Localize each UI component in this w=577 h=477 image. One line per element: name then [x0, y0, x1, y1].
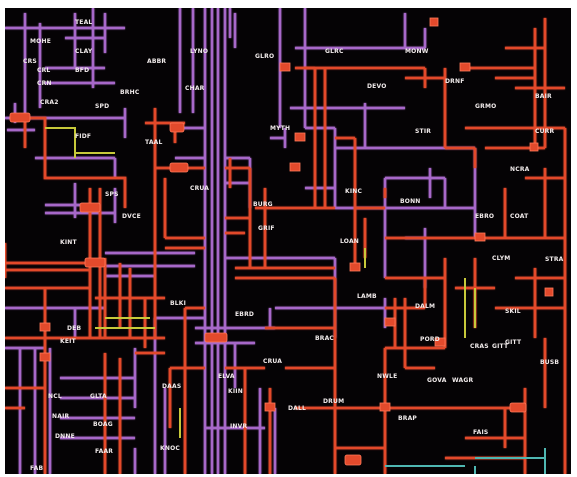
station-label: KNOC: [160, 445, 180, 452]
station-label: CLAY: [75, 48, 93, 55]
station-label: CRS: [23, 58, 37, 65]
station-label: CLYM: [492, 255, 510, 262]
station-labels: MOHE CLAY CRS CRL BFD CRN CRA2 FIDF TAAL…: [23, 19, 564, 472]
station-label: DAAS: [162, 383, 181, 390]
station-label: CRAS: [470, 343, 489, 350]
station-label: NCL: [48, 393, 62, 400]
station-label: DEVO: [367, 83, 387, 90]
station-label: CRUA: [190, 185, 209, 192]
station-label: BOAG: [93, 421, 113, 428]
station-label: FIDF: [75, 133, 91, 140]
station-label: DNNE: [55, 433, 75, 440]
station-label: GITT: [492, 343, 509, 350]
station-label: DALM: [415, 303, 435, 310]
station-label: FAAR: [95, 448, 113, 455]
busbar-nodes: [9, 17, 554, 466]
station-label: CRA2: [40, 99, 59, 106]
station-label: CURR: [535, 128, 554, 135]
station-label: LOAN: [340, 238, 359, 245]
station-label: GLRC: [325, 48, 344, 55]
station-label: TEAL: [75, 19, 92, 26]
station-label: FAIS: [473, 429, 488, 436]
station-label: BLKI: [170, 300, 186, 307]
station-label: CRUA: [263, 358, 282, 365]
purple-lines: [5, 8, 477, 474]
station-label: SKIL: [505, 308, 521, 315]
station-label: ELVA: [218, 373, 235, 380]
station-label: NWLE: [377, 373, 397, 380]
station-label: SPS: [105, 191, 119, 198]
station-label: LAMB: [357, 293, 377, 300]
station-label: NAIR: [52, 413, 69, 420]
station-label: BURG: [253, 201, 273, 208]
station-label: BRAP: [398, 415, 417, 422]
station-label: STIR: [415, 128, 431, 135]
station-label: GRIF: [258, 225, 275, 232]
station-label: WAGR: [452, 377, 474, 384]
photo-frame: MOHE CLAY CRS CRL BFD CRN CRA2 FIDF TAAL…: [5, 8, 571, 474]
station-label: GOVA: [427, 377, 447, 384]
station-label: MOHE: [30, 38, 51, 45]
station-label: TAAL: [145, 139, 163, 146]
station-label: EBRO: [475, 213, 494, 220]
station-label: PORD: [420, 336, 440, 343]
station-label: COAT: [510, 213, 529, 220]
station-label: KIIN: [228, 388, 243, 395]
station-label: GLRO: [255, 53, 274, 60]
station-label: KEIT: [60, 338, 77, 345]
red-lines: [5, 18, 567, 474]
yellow-lines: [45, 127, 476, 438]
station-label: DALL: [288, 405, 306, 412]
station-label: BFD: [75, 67, 89, 74]
station-label: BRAC: [315, 335, 334, 342]
station-label: SPD: [95, 103, 109, 110]
station-label: BRHC: [120, 89, 140, 96]
station-label: GITT: [505, 339, 522, 346]
station-label: KINC: [345, 188, 363, 195]
station-label: DVCE: [122, 213, 141, 220]
grid-mimic-photo: MOHE CLAY CRS CRL BFD CRN CRA2 FIDF TAAL…: [5, 8, 567, 474]
station-label: INVR: [230, 423, 247, 430]
station-label: BONN: [400, 198, 421, 205]
station-label: LYNO: [190, 48, 208, 55]
station-label: NCRA: [510, 166, 530, 173]
cyan-lines: [385, 448, 546, 474]
station-label: FAB: [30, 465, 43, 472]
station-label: DEB: [67, 325, 81, 332]
station-label: DRUM: [323, 398, 344, 405]
station-label: ABBR: [147, 58, 166, 65]
station-label: MYTH: [270, 125, 290, 132]
station-label: STRA: [545, 256, 564, 263]
station-label: DRNF: [445, 78, 465, 85]
station-label: BAIR: [535, 93, 552, 100]
station-label: KINT: [60, 239, 78, 246]
station-label: CHAR: [185, 85, 205, 92]
station-label: EBRD: [235, 311, 254, 318]
station-label: BUSB: [540, 359, 559, 366]
station-label: CRL: [37, 67, 50, 74]
station-label: GRMO: [475, 103, 496, 110]
station-label: GLTA: [90, 393, 107, 400]
station-label: MONW: [405, 48, 429, 55]
station-label: CRN: [37, 80, 52, 87]
